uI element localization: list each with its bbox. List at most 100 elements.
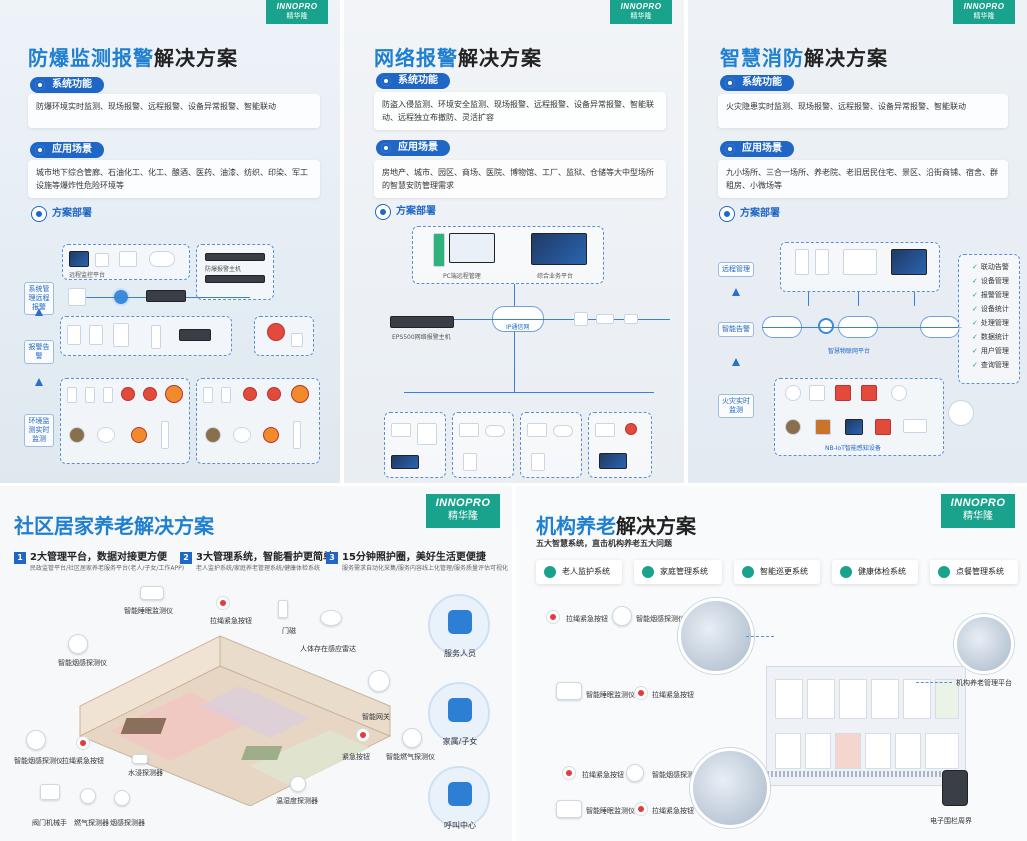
alarm-icon — [267, 387, 281, 401]
nbiot-device-group: NB-IoT智能感知设备 — [774, 378, 944, 456]
label: NB-IoT智能感知设备 — [825, 445, 881, 452]
door-sensor-icon — [278, 600, 288, 618]
panel-title: 机构养老解决方案 — [536, 514, 696, 538]
sensor-icon — [221, 387, 231, 403]
function-text: 防盗入侵监测、环境安全监测、现场报警、远程报警、设备异常报警、智能联动、远程独立… — [374, 92, 666, 130]
checklist-item: 设备统计 — [972, 304, 1009, 314]
device-icon — [574, 312, 588, 326]
smoke-detector-icon — [114, 790, 130, 806]
label: EPS500网络报警主机 — [392, 334, 451, 341]
platform-group: PC端远程管理 综合业务平台 — [412, 226, 604, 284]
device-label: 温湿度探测器 — [276, 797, 318, 805]
section-pill-function: 系统功能 — [720, 75, 794, 91]
pull-cord-button-icon — [546, 610, 560, 624]
panel-title: 防爆监测报警解决方案 — [28, 46, 238, 70]
connector-line — [404, 392, 654, 393]
pull-cord-button-icon — [634, 686, 648, 700]
device-label: 拉绳紧急按钮 — [566, 615, 608, 623]
checklist-item: 联动告警 — [972, 262, 1009, 272]
role-label: 服务人员 — [444, 649, 476, 658]
device-label: 智能烟感探测仪 — [58, 659, 107, 667]
device-label: 拉绳紧急按钮 — [210, 617, 252, 625]
valve-icon — [815, 419, 831, 435]
feature-1-sub: 民政监管平台/社区居家养老服务平台(老人/子女/工作APP) — [30, 565, 185, 572]
alarm-host-icon — [390, 316, 454, 328]
keypad-icon — [68, 288, 86, 306]
gas-detector-icon — [131, 427, 147, 443]
panel-title: 智慧消防解决方案 — [720, 46, 888, 70]
sensor-group-right — [196, 378, 320, 464]
monitor-icon — [69, 251, 89, 267]
smoke-detector-icon — [785, 385, 801, 401]
alarm-icon — [143, 387, 157, 401]
sensor-icon — [85, 387, 95, 403]
feature-2-sub: 老人监护系统/家庭养老管理系统/健康体检系统 — [196, 565, 321, 572]
smoke-detector-icon — [612, 606, 632, 626]
device-label: 智能烟感探测仪 — [636, 615, 685, 623]
section-pill-scenario: 应用场景 — [30, 142, 104, 158]
section-pill-scenario: 应用场景 — [720, 141, 794, 157]
site-group — [520, 412, 582, 478]
level-label-remote: 远程管理 — [718, 262, 754, 277]
device-icon — [624, 314, 638, 324]
remote-platform-group: 远程监控平台 — [62, 244, 190, 280]
sensor-icon — [97, 427, 115, 443]
device-icon — [531, 453, 545, 471]
ward-room-photo — [678, 598, 754, 674]
device-icon — [596, 314, 614, 324]
level-label-alarm: 智能告警 — [718, 322, 754, 337]
beam-icon — [161, 421, 169, 449]
device-label: 紧急按钮 — [342, 753, 370, 761]
connector-line — [858, 292, 859, 306]
section-deploy: 方案部署 — [720, 207, 780, 221]
sensor-group-left — [60, 378, 190, 464]
smoke-detector-icon — [26, 730, 46, 750]
pull-cord-button-icon — [562, 766, 576, 780]
device-icon — [599, 453, 627, 469]
device-label: 燃气探测器 — [74, 819, 109, 827]
device-label: 拉绳紧急按钮 — [652, 807, 694, 815]
label: 防爆报警主机 — [205, 266, 242, 273]
device-icon — [463, 453, 477, 471]
checklist-item: 报警管理 — [972, 290, 1009, 300]
pull-cord-button-icon — [76, 736, 90, 750]
arrow-up-icon — [732, 358, 740, 366]
connector-line — [514, 284, 515, 308]
device-label: 水浸探测器 — [128, 769, 163, 777]
control-room-photo — [954, 614, 1014, 674]
checklist-item: 设备管理 — [972, 276, 1009, 286]
section-pill-scenario: 应用场景 — [376, 140, 450, 156]
role-service-staff — [428, 594, 490, 656]
arrow-up-icon — [35, 308, 43, 316]
device-icon — [391, 455, 419, 469]
section-deploy: 方案部署 — [376, 205, 436, 219]
cloud-icon — [149, 251, 175, 267]
panel-icon — [845, 419, 863, 435]
button-icon — [291, 333, 303, 347]
alarm-group — [60, 316, 232, 356]
function-text: 防爆环境实时监测、现场报警、远程报警、设备异常报警、智能联动 — [28, 94, 320, 128]
fire-alarm-icon — [861, 385, 877, 401]
role-call-center — [428, 766, 490, 828]
server-icon — [433, 233, 445, 267]
sensor-icon — [67, 387, 77, 403]
dashboard-icon — [531, 233, 587, 265]
rack-host-icon — [205, 275, 265, 283]
siren-icon — [267, 323, 285, 341]
system-card: 家庭管理系统 — [634, 560, 722, 584]
section-pill-function: 系统功能 — [30, 77, 104, 93]
device-label: 智能睡眠监测仪 — [586, 807, 635, 815]
water-sensor-icon — [132, 754, 148, 764]
label: IP通信网 — [506, 324, 530, 331]
sleep-monitor-icon — [140, 586, 164, 600]
pull-cord-button-icon — [634, 802, 648, 816]
